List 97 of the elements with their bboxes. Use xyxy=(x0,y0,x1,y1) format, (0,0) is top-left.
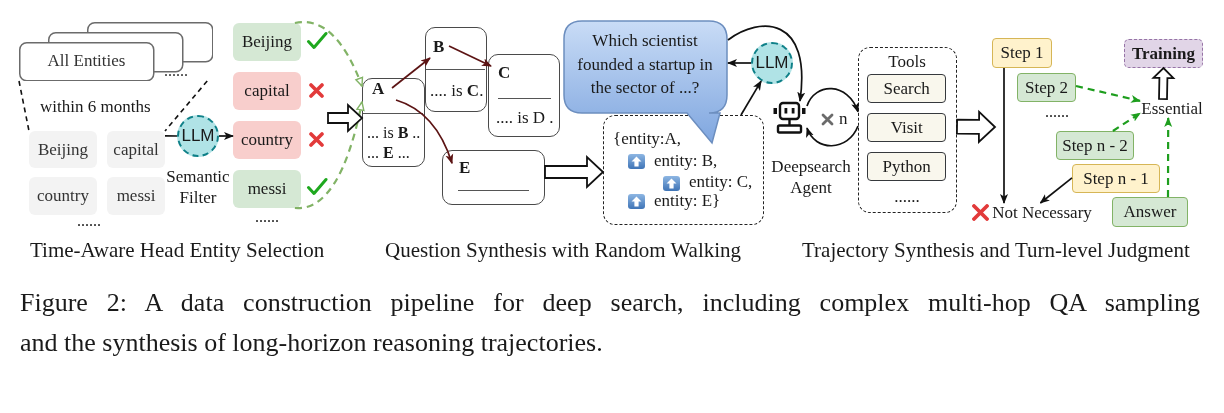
arrow xyxy=(740,80,762,116)
question-text: Which scientist founded a startup in the sector of ...? xyxy=(576,30,714,99)
entity-page-card xyxy=(425,27,487,112)
entity-line: {entity:A, xyxy=(613,129,682,149)
note-text: within 6 months xyxy=(40,97,151,117)
entity-page-card xyxy=(488,54,560,137)
ellipsis: ...... xyxy=(893,187,921,206)
entity-line: entity: B, xyxy=(654,151,718,171)
loop-count: n xyxy=(839,109,848,129)
node-label: country xyxy=(241,130,293,150)
node-label: Search xyxy=(883,78,930,99)
arrow xyxy=(391,57,431,89)
entity-box xyxy=(233,23,301,61)
node-label: capital xyxy=(113,139,159,160)
entity-line: entity: C, xyxy=(689,172,753,192)
step-box xyxy=(1112,197,1188,227)
node-label: Step n - 2 xyxy=(1062,135,1128,156)
card-stack xyxy=(19,22,213,81)
section-title: Time-Aware Head Entity Selection xyxy=(30,238,325,263)
filter-caption: Semantic Filter xyxy=(165,166,231,208)
tool-box xyxy=(867,152,947,182)
entity-line: entity: E} xyxy=(654,191,721,211)
panel-title: Tools xyxy=(887,52,927,71)
dashed-arrow xyxy=(1075,84,1141,103)
entity-box xyxy=(233,121,301,159)
step-box xyxy=(1072,164,1160,193)
entity-box xyxy=(233,72,301,110)
card-text: .... is D . xyxy=(496,108,554,128)
node-label: Step n - 1 xyxy=(1083,168,1149,189)
arrow xyxy=(395,99,453,165)
dashed-line xyxy=(18,80,30,132)
node-label: Visit xyxy=(890,117,923,138)
entity-tile xyxy=(107,131,165,168)
card-title: C xyxy=(498,63,511,83)
node-label: LLM xyxy=(755,53,789,73)
ellipsis: ...... xyxy=(255,208,279,227)
node-label: Essential xyxy=(1140,99,1204,118)
node-label: Beijing xyxy=(37,139,89,160)
dashed-arrow xyxy=(1112,112,1141,132)
tools-panel xyxy=(858,47,957,213)
node-label: capital xyxy=(244,81,290,101)
entity-box xyxy=(233,170,301,208)
card-text: .... is C. xyxy=(430,81,484,101)
card-text: ... E ... xyxy=(367,144,410,163)
tool-box xyxy=(867,74,947,104)
figure-caption: Figure 2: A data construction pipeline for deep search, including complex multi-hop QA sampling and the synthesis of long-horizon reasoning trajectories. xyxy=(20,287,1201,359)
block-arrow xyxy=(327,102,364,134)
node-label: Beijing xyxy=(241,32,293,52)
node-label: Training xyxy=(1132,43,1195,64)
tool-box xyxy=(867,113,947,143)
llm-circle xyxy=(177,115,219,157)
card-title: A xyxy=(372,79,385,99)
node-label: Step 1 xyxy=(1000,43,1044,63)
card-title: E xyxy=(459,158,471,178)
node-label: Step 2 xyxy=(1025,77,1068,98)
arrow xyxy=(727,25,805,102)
arrow xyxy=(1000,67,1008,204)
entity-page-card xyxy=(442,150,545,205)
node-label: All Entities xyxy=(46,51,127,71)
node-label: Python xyxy=(882,156,931,177)
ellipsis: ...... xyxy=(164,62,188,81)
arrow xyxy=(806,125,859,147)
card-text: ... is B .. xyxy=(367,124,421,143)
arrow xyxy=(1039,177,1073,204)
dashed-arrow xyxy=(1164,117,1173,197)
entity-page-card xyxy=(362,78,425,167)
arrow xyxy=(806,87,859,113)
entity-list-box xyxy=(603,115,764,225)
arrow xyxy=(727,59,752,67)
entity-tile xyxy=(29,131,97,168)
block-arrow xyxy=(1151,66,1176,101)
ellipsis: ...... xyxy=(1045,103,1069,122)
section-title: Question Synthesis with Random Walking xyxy=(385,238,742,263)
step-box xyxy=(1056,131,1134,160)
agent-caption: Deepsearch Agent xyxy=(770,156,852,198)
node-label: country xyxy=(37,186,89,206)
robot-icon xyxy=(772,101,807,134)
block-arrow xyxy=(544,154,605,190)
step-box xyxy=(1017,73,1076,102)
section-title: Trajectory Synthesis and Turn-level Judgment xyxy=(802,238,1190,263)
node-label: messi xyxy=(116,186,156,206)
dashed-line xyxy=(164,80,208,132)
node-label: Not Necessary xyxy=(990,203,1094,223)
node-label: Answer xyxy=(1123,202,1177,222)
dashed-arrow xyxy=(294,101,365,210)
arrow xyxy=(218,132,234,140)
step-box xyxy=(992,38,1052,68)
node-label: LLM xyxy=(181,126,215,146)
arrow xyxy=(448,45,492,67)
block-arrow xyxy=(956,109,997,144)
ellipsis: ...... xyxy=(77,212,101,231)
dashed-arrow xyxy=(294,21,364,87)
connector-line xyxy=(164,134,178,137)
card-title: B xyxy=(433,37,445,57)
training-box xyxy=(1124,39,1203,68)
llm-circle xyxy=(751,42,793,84)
node-label: messi xyxy=(247,179,287,199)
